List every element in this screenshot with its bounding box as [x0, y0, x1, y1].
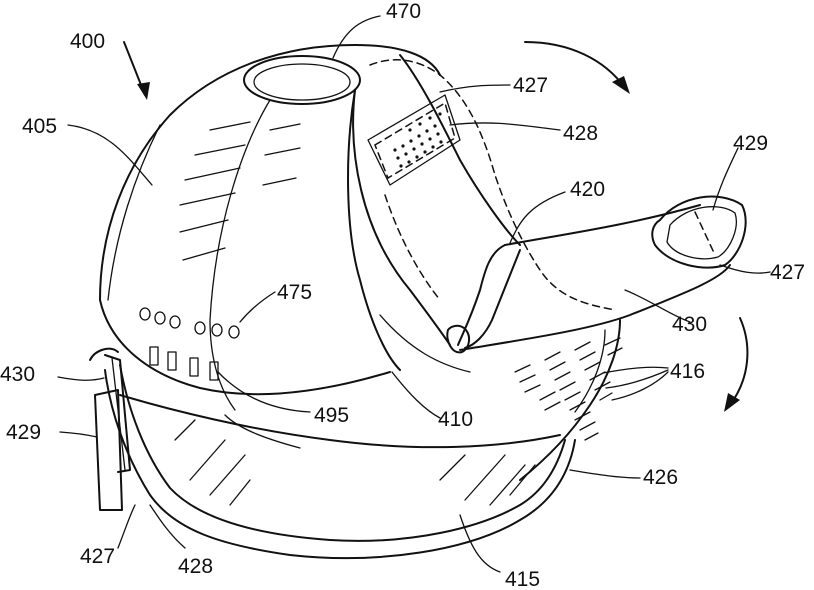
face-shield	[105, 365, 575, 558]
label-428-bottom: 428	[178, 555, 213, 578]
label-400: 400	[70, 30, 105, 53]
label-426: 426	[643, 466, 678, 489]
label-475: 475	[277, 281, 312, 304]
label-430-left: 430	[0, 363, 35, 386]
label-427-top: 427	[513, 74, 548, 97]
label-416: 416	[670, 360, 705, 383]
perforation-marks	[515, 338, 622, 440]
label-427-right: 427	[770, 261, 805, 284]
label-420: 420	[570, 178, 605, 201]
label-428-top: 428	[563, 122, 598, 145]
label-427-bottom: 427	[80, 545, 115, 568]
side-body	[348, 90, 620, 480]
label-495: 495	[314, 404, 349, 427]
label-430-right: 430	[672, 313, 707, 336]
left-strap	[90, 349, 130, 510]
vent-holes	[140, 308, 239, 338]
label-405: 405	[22, 115, 57, 138]
label-470: 470	[386, 0, 421, 23]
label-429-left: 429	[6, 421, 41, 444]
label-415: 415	[505, 568, 540, 590]
label-429-right: 429	[733, 132, 768, 155]
slots	[150, 347, 218, 380]
label-410: 410	[438, 408, 473, 431]
top-oval-port	[244, 56, 360, 104]
